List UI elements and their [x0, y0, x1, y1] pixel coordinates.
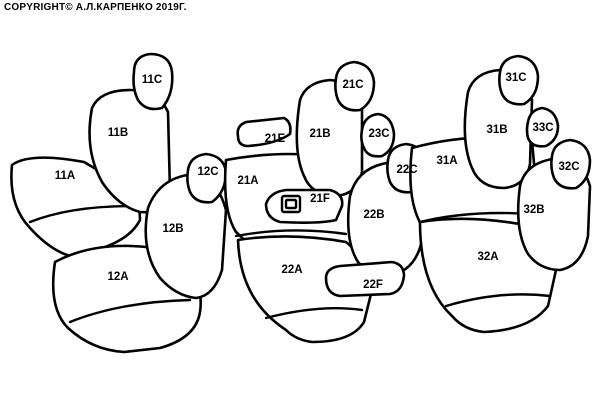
label-21c: 21C — [342, 79, 363, 91]
label-21f: 21F — [310, 193, 330, 205]
label-22b: 22B — [363, 209, 384, 221]
label-21b: 21B — [309, 128, 330, 140]
label-11b: 11B — [108, 127, 128, 139]
label-12a: 12A — [107, 271, 128, 283]
seat-11-headrest[interactable] — [132, 52, 174, 111]
part-labels: 11C 11B 11A 12C 12B 12A 21E 21A 21B 21C … — [55, 72, 580, 291]
label-23c: 23C — [368, 128, 389, 140]
label-32a: 32A — [477, 251, 498, 263]
seat-group-1 — [10, 52, 228, 354]
label-21a: 21A — [237, 175, 258, 187]
label-31c: 31C — [505, 72, 526, 84]
seat-group-3 — [409, 54, 592, 334]
label-12b: 12B — [162, 223, 183, 235]
label-22c: 22C — [396, 164, 417, 176]
label-21e: 21E — [265, 133, 286, 145]
seat-12-headrest[interactable] — [186, 152, 228, 204]
seat-31-headrest[interactable] — [498, 54, 540, 106]
label-11c: 11C — [142, 74, 162, 86]
label-11a: 11A — [55, 170, 75, 182]
label-32b: 32B — [523, 204, 544, 216]
armrest-22f[interactable] — [324, 260, 406, 298]
seat-group-2 — [223, 60, 428, 344]
seat-33-headrest[interactable] — [525, 106, 560, 148]
label-33c: 33C — [532, 122, 553, 134]
console-21f[interactable] — [264, 188, 344, 224]
label-31a: 31A — [436, 155, 457, 167]
label-22a: 22A — [281, 264, 302, 276]
label-12c: 12C — [197, 166, 218, 178]
seat-23-headrest[interactable] — [360, 112, 396, 158]
seat-32-headrest[interactable] — [550, 138, 592, 190]
label-31b: 31B — [486, 124, 507, 136]
armrest-21e[interactable] — [236, 116, 292, 148]
label-22f: 22F — [363, 279, 383, 291]
seat-21-headrest[interactable] — [334, 60, 376, 112]
copyright-notice: COPYRIGHT© А.Л.КАРПЕНКО 2019Г. — [4, 2, 187, 13]
label-32c: 32C — [558, 161, 579, 173]
